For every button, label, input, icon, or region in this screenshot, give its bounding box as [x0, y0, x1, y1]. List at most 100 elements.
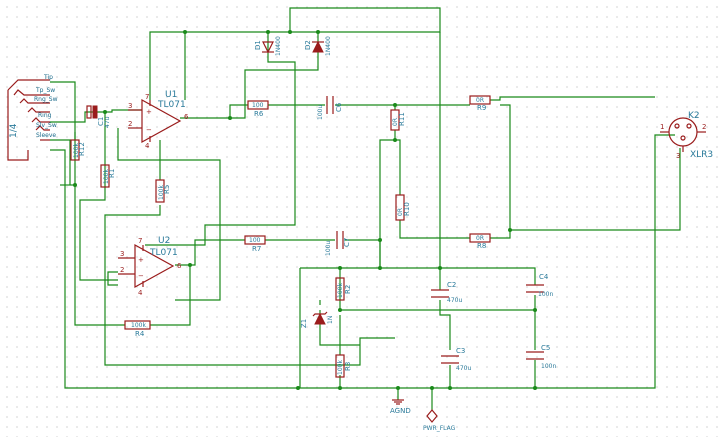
c5-value: 100n	[541, 363, 556, 370]
r5-ref: R5	[163, 185, 171, 194]
k2-pin-1: 1	[660, 123, 664, 131]
svg-text:−: −	[138, 272, 144, 280]
r4-value: 100k	[131, 322, 146, 329]
r9-value: 0R	[476, 97, 484, 104]
r9-ref: R9	[477, 104, 486, 112]
jack-pin-tip: Tip	[43, 74, 53, 81]
u1-pin-7: 7	[145, 93, 149, 101]
r3-value: 100k	[337, 360, 344, 375]
capacitor-c2: C2 470u	[431, 281, 462, 304]
u2-ref: U2	[158, 236, 170, 246]
agnd-label: AGND	[390, 407, 411, 415]
k2-value: XLR3	[690, 150, 713, 160]
c1-value: 47u	[104, 116, 111, 128]
c7-ref: C7	[343, 238, 351, 247]
r12-value: 100k	[73, 143, 80, 158]
c2-ref: C2	[447, 281, 456, 289]
z1-value: 1N	[327, 316, 334, 324]
r12-ref: R12	[78, 142, 86, 156]
r5-value: 100k	[158, 185, 165, 200]
svg-text:+: +	[146, 108, 152, 116]
jack-pin-ring: Ring	[38, 112, 52, 119]
resistor-r4: 100k R4	[124, 320, 151, 338]
u2-pin-4: 4	[138, 289, 143, 297]
k2-pin-2: 2	[702, 123, 706, 131]
u2-pin-7: 7	[138, 237, 142, 245]
r11-ref: R11	[398, 112, 406, 126]
pwr-flag-symbol: PWR_FLAG	[423, 409, 456, 432]
jack-value: 1/4	[9, 123, 19, 138]
resistor-r12: 100k R12	[70, 139, 86, 161]
capacitor-c5: C5 100n	[526, 344, 556, 370]
wires	[50, 7, 681, 410]
c3-value: 470u	[456, 365, 471, 372]
resistor-r10: 0R R10	[395, 194, 411, 221]
r1-ref: R1	[108, 169, 116, 178]
capacitor-c7: 100u C7	[325, 231, 351, 256]
jack-pin-tp-sw: Tp_Sw	[35, 87, 55, 94]
r4-ref: R4	[135, 330, 145, 338]
opamp-u2: + − 3 2 6 7 4 U2 TL071	[118, 236, 182, 297]
c6-value: 100u	[317, 105, 324, 120]
u1-pin-4: 4	[145, 142, 150, 150]
resistor-r1: 100k R1	[100, 164, 116, 188]
pwr-flag-label: PWR_FLAG	[423, 425, 456, 432]
c5-ref: C5	[541, 344, 550, 352]
c4-value: 100n	[538, 291, 553, 298]
d2-ref: D2	[304, 40, 312, 50]
u2-value: TL071	[149, 248, 178, 258]
resistor-r8: 0R R8	[469, 233, 491, 250]
jack-pin-rng-sw: Rng_Sw	[34, 96, 58, 103]
c7-value: 100u	[325, 241, 332, 256]
c3-ref: C3	[456, 347, 465, 355]
r8-value: 0R	[476, 235, 484, 242]
agnd-symbol: AGND	[390, 399, 411, 415]
resistor-r6: 100 R6	[247, 100, 269, 118]
d1-ref: D1	[254, 40, 262, 50]
r7-ref: R7	[252, 245, 261, 253]
k2-pin-3: 3	[676, 152, 680, 160]
jack-pin-slv-sw: Slv_Sw	[36, 122, 57, 129]
svg-text:+: +	[138, 256, 144, 264]
resistor-r3: 100k R3	[335, 354, 352, 378]
r10-ref: R10	[403, 202, 411, 216]
junctions	[73, 30, 537, 390]
r7-value: 100	[249, 237, 261, 244]
resistor-r11: 0R R11	[390, 109, 406, 131]
r10-value: 0R	[397, 208, 404, 216]
c4-ref: C4	[539, 273, 549, 281]
diode-d2: D2 1N400	[304, 36, 332, 56]
u1-ref: U1	[165, 90, 177, 100]
k2-ref: K2	[688, 111, 700, 121]
capacitor-c6: 100u C6	[317, 96, 343, 120]
r11-value: 0R	[392, 118, 399, 126]
resistor-r9: 0R R9	[469, 95, 491, 112]
capacitor-c3: C3 470u	[441, 347, 471, 372]
u2-pin-6: 6	[177, 262, 182, 270]
u1-pin-3: 3	[128, 102, 132, 110]
c6-ref: C6	[335, 102, 343, 112]
u1-pin-6: 6	[184, 113, 189, 121]
xlr3-connector-k2: 1 2 3 K2 XLR3	[660, 111, 713, 160]
z1-ref: Z1	[300, 319, 308, 328]
opamp-u1: + − 3 2 6 7 4 U1 TL071	[128, 90, 189, 150]
u2-pin-3: 3	[120, 250, 124, 258]
d2-value: 1N400	[325, 36, 332, 56]
d1-value: 1N400	[275, 36, 282, 56]
r6-value: 100	[252, 102, 264, 109]
zener-z1: Z1 1N	[300, 311, 334, 328]
jack-1-4-symbol: Tip Tp_Sw Rng_Sw Ring Slv_Sw Sleeve 1/4	[7, 74, 58, 161]
r6-ref: R6	[254, 110, 264, 118]
c2-value: 470u	[447, 297, 462, 304]
r2-value: 100k	[337, 283, 344, 298]
resistor-r5: 100k R5	[155, 179, 171, 203]
u1-value: TL071	[157, 100, 186, 110]
resistor-r2: 100k R2	[335, 277, 352, 301]
svg-text:−: −	[146, 126, 152, 134]
r8-ref: R8	[477, 242, 486, 250]
c1-ref: C1	[97, 117, 105, 126]
u1-pin-2: 2	[128, 120, 132, 128]
u2-pin-2: 2	[120, 266, 124, 274]
